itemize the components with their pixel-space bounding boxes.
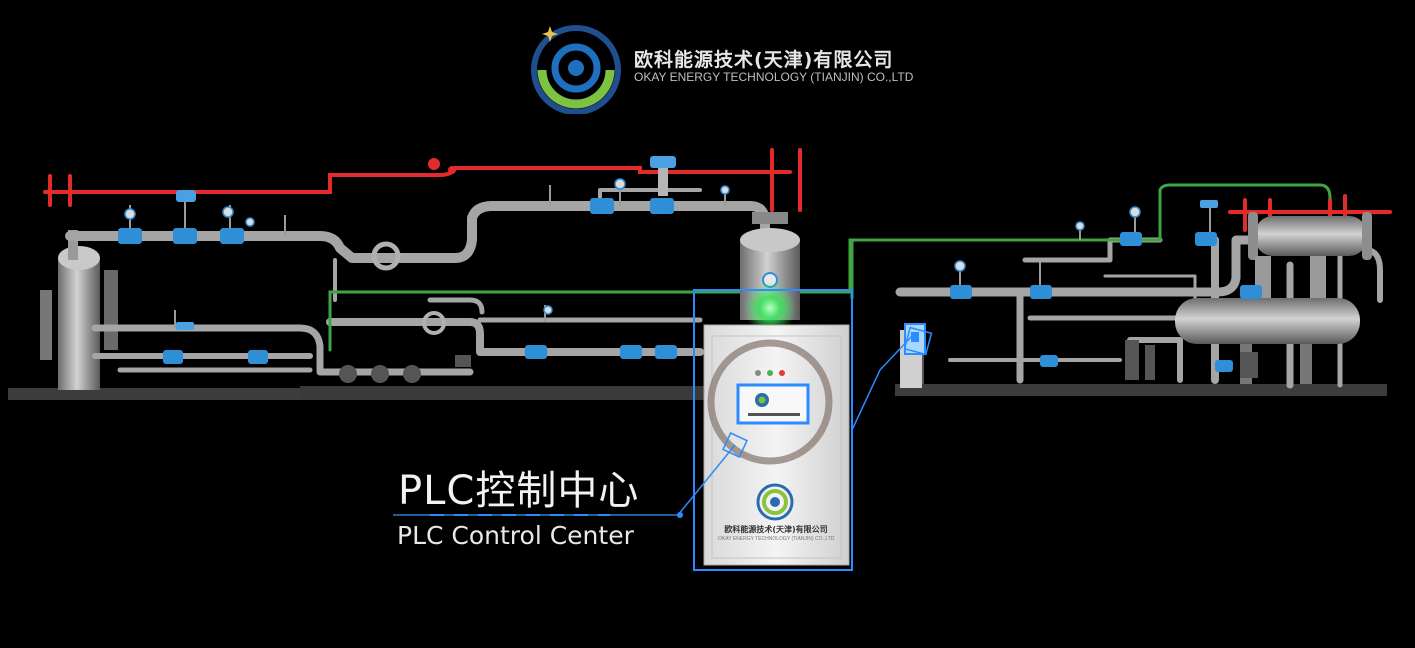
signal-line-green bbox=[328, 183, 1332, 352]
highlight-frame bbox=[677, 289, 933, 571]
cabinet-company-en: OKAY ENERGY TECHNOLOGY (TIANJIN) CO.,LTD bbox=[718, 536, 835, 542]
relief-line-red bbox=[43, 148, 1392, 232]
callout-title-cn: PLC控制中心 bbox=[398, 468, 640, 514]
pressure-gauge-icon bbox=[124, 178, 1141, 315]
pipe-loop bbox=[371, 241, 401, 271]
horizontal-vessel-lower bbox=[1175, 256, 1360, 384]
company-name-en: OKAY ENERGY TECHNOLOGY (TIANJIN) CO.,LTD bbox=[634, 70, 914, 84]
red-relief-valve bbox=[448, 166, 456, 174]
process-pipes-gray bbox=[65, 188, 1383, 389]
pipe-loop bbox=[422, 311, 446, 335]
valve-icon bbox=[118, 198, 1262, 372]
actuator-icon bbox=[176, 156, 1218, 330]
plc-cabinet bbox=[703, 324, 850, 566]
callout-title-en: PLC Control Center bbox=[397, 521, 634, 550]
field-instrument-box bbox=[900, 323, 926, 388]
callout-underline bbox=[393, 512, 683, 518]
horizontal-vessel-upper bbox=[1248, 212, 1372, 260]
company-logo-icon bbox=[531, 25, 621, 114]
company-logo-icon bbox=[756, 483, 794, 521]
vertical-separator-tank bbox=[40, 230, 118, 390]
cabinet-company-cn: 欧科能源技术(天津)有限公司 bbox=[724, 525, 828, 534]
company-name-cn: 欧科能源技术(天津)有限公司 bbox=[634, 49, 894, 71]
red-relief-valve bbox=[428, 158, 440, 170]
status-light-icon bbox=[744, 282, 796, 334]
company-logo: 欧科能源技术(天津)有限公司 OKAY ENERGY TECHNOLOGY (T… bbox=[528, 18, 948, 114]
skid-base bbox=[8, 384, 1387, 400]
